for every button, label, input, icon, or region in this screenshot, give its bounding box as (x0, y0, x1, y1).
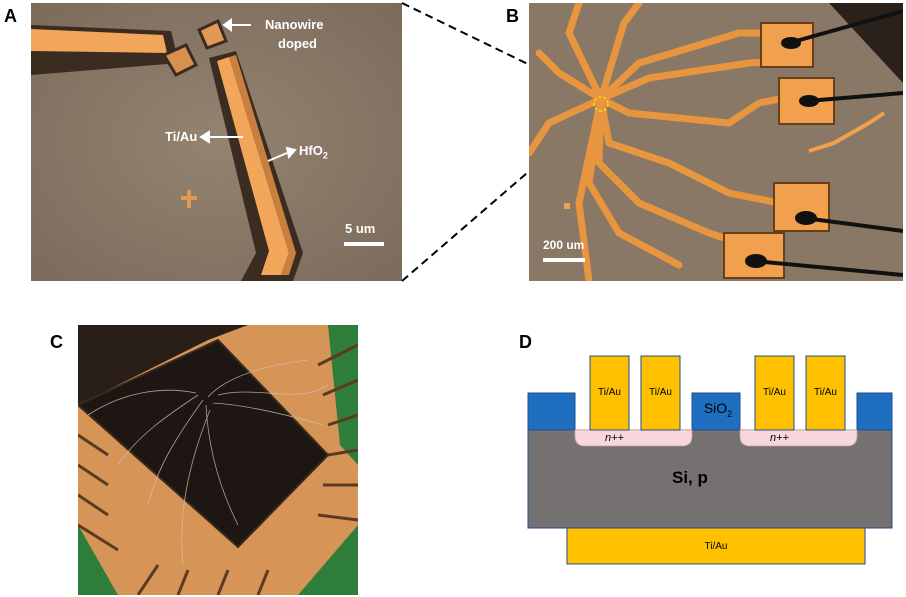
hfo2-label: HfO2 (299, 143, 328, 161)
nanowire-label-line2: doped (278, 36, 317, 51)
contact-1 (589, 355, 630, 431)
scale-bar-label-a: 5 um (345, 221, 376, 236)
contact-1-label: Ti/Au (598, 387, 621, 398)
panel-a-letter: A (4, 6, 17, 26)
back-contact-label: Ti/Au (704, 541, 728, 552)
nanowire-label-line1: Nanowire (265, 17, 324, 32)
back-contact (566, 527, 866, 565)
sio2-label: SiO2 (703, 400, 733, 419)
contact-4 (805, 355, 846, 431)
panel-c-drawing (78, 325, 358, 595)
doped-label-right: n++ (770, 432, 789, 444)
substrate-label: Si, p (672, 468, 708, 487)
panel-c-letter: C (50, 332, 63, 352)
oxide-left (527, 392, 576, 431)
oxide-center (691, 392, 741, 431)
contact-2 (640, 355, 681, 431)
doped-region-left (574, 429, 693, 447)
contact-2-label: Ti/Au (649, 387, 672, 398)
contact-3 (754, 355, 795, 431)
doped-label-left: n++ (605, 432, 624, 444)
tiau-label: Ti/Au (165, 129, 198, 144)
panel-d-schematic (527, 355, 893, 565)
panel-d-letter: D (519, 332, 532, 352)
panel-b-micrograph: 200 um (529, 3, 903, 281)
panel-a-micrograph: Nanowire doped Ti/Au HfO2 5 um (31, 3, 402, 281)
panel-b-letter: B (506, 6, 519, 26)
doped-region-right (739, 429, 858, 447)
panel-b-drawing (529, 3, 903, 281)
oxide-right (856, 392, 893, 431)
contact-3-label: Ti/Au (763, 387, 786, 398)
panel-a-drawing (31, 3, 402, 281)
panel-c-photo (78, 325, 358, 595)
contact-4-label: Ti/Au (814, 387, 837, 398)
scale-bar-label-b: 200 um (543, 238, 585, 252)
